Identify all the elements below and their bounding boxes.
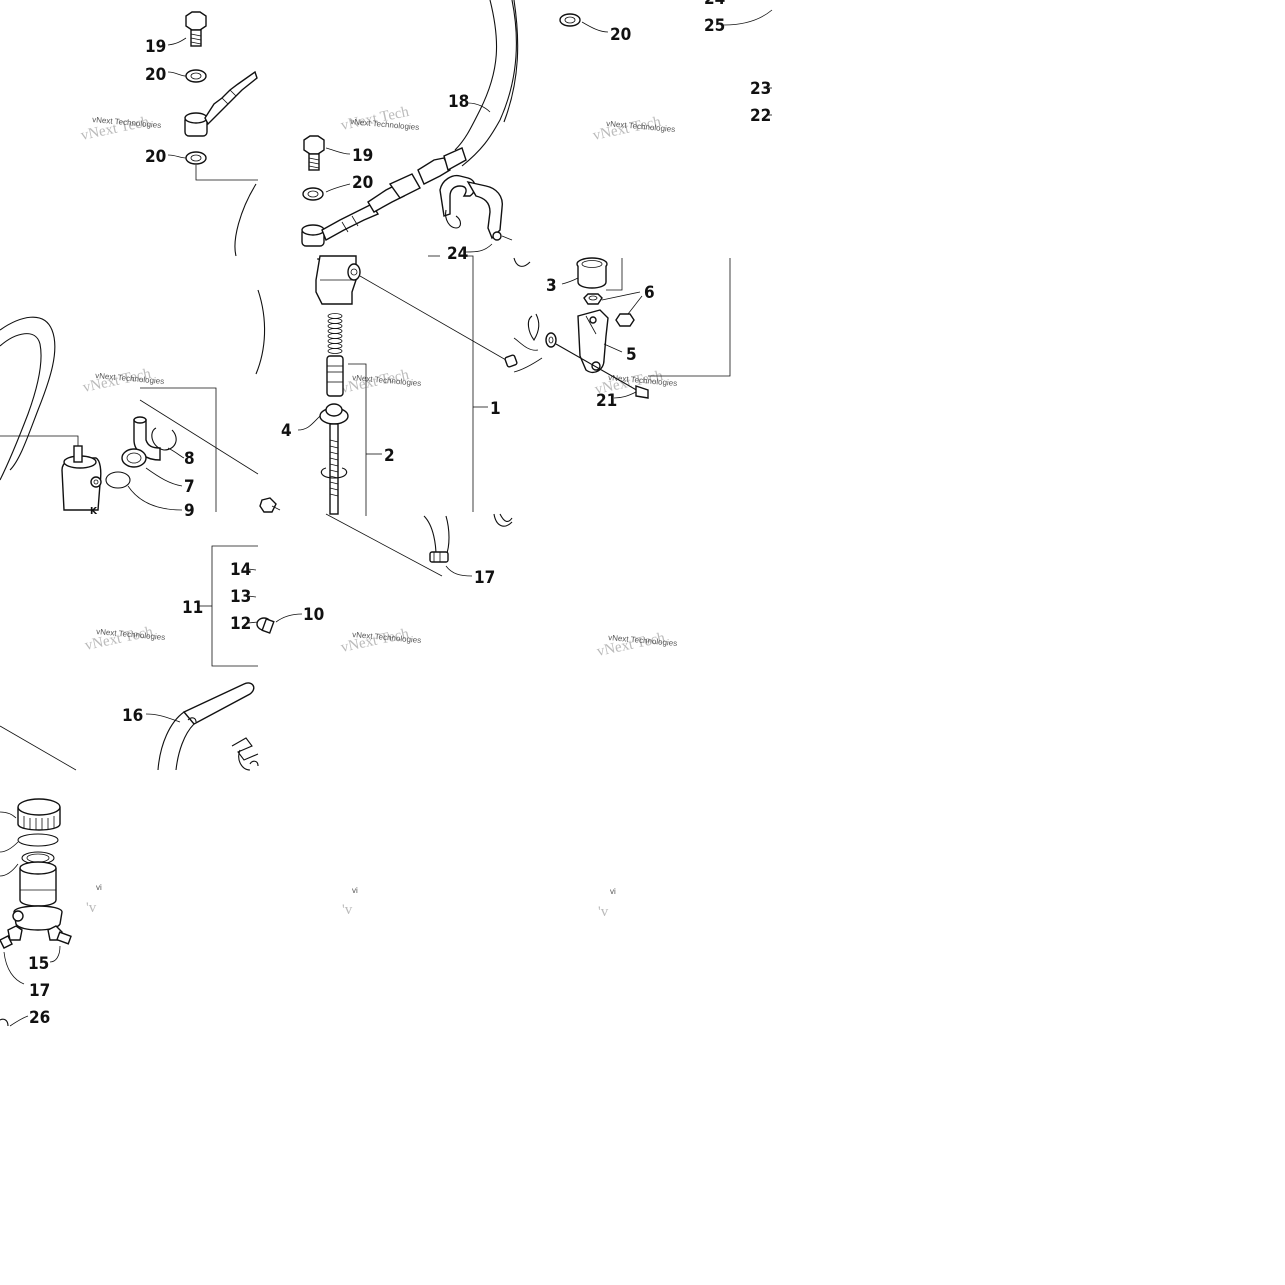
- callout-9: 9: [184, 501, 195, 521]
- return-spring: [327, 313, 343, 354]
- banjo-bolt-head: [303, 135, 325, 155]
- crush-washer: [185, 151, 207, 165]
- watermark-ghost: 'v: [86, 900, 97, 916]
- callout-19: 19: [145, 37, 166, 57]
- callout-3: 3: [546, 276, 557, 296]
- hose-clamp-24: 24: [439, 174, 513, 264]
- callout-19: 19: [352, 146, 373, 166]
- roll-pin: [504, 354, 518, 368]
- callout-20: 20: [145, 65, 166, 85]
- spring-clip: [231, 737, 259, 761]
- callout-13: 13: [230, 587, 251, 607]
- crush-washer: [302, 187, 324, 201]
- callout-4: 4: [281, 421, 292, 441]
- callout-21: 21: [596, 391, 617, 411]
- hose-crimp: [388, 173, 421, 199]
- callout-2: 2: [384, 446, 395, 466]
- hose-outline: [255, 289, 266, 375]
- callout-20: 20: [352, 173, 373, 193]
- callout-20: 20: [145, 147, 166, 167]
- callout-1: 1: [490, 399, 501, 419]
- o-ring: [105, 471, 131, 489]
- callout-8: 8: [184, 449, 195, 469]
- hose-outline: [234, 183, 257, 257]
- callout-17: 17: [474, 568, 495, 588]
- callout-16: 16: [122, 706, 143, 726]
- hex-nut: [583, 293, 603, 305]
- callout-18: 18: [448, 92, 469, 112]
- banjo-bolt-head: [185, 11, 207, 31]
- mounting-bolt: [7, 925, 23, 941]
- callout-20: 20: [610, 25, 631, 45]
- callout-14: 14: [230, 560, 251, 580]
- flat-washer: [545, 332, 557, 348]
- fluid-reservoir: 15 17 26: [0, 798, 72, 1028]
- cotter-pin: [527, 313, 540, 341]
- vent-hose-17: 17: [423, 513, 513, 588]
- callout-10: 10: [303, 605, 324, 625]
- mounting-bolt: [259, 497, 277, 513]
- bleeder-screw: [73, 445, 83, 463]
- master-cylinder: 4 2: [281, 255, 507, 577]
- upper-left-banjo-group: 19 20 20: [145, 11, 258, 181]
- watermarks: vNext Tech vNext Technologies vNext Tech…: [80, 104, 678, 920]
- callout-24: 24: [704, 0, 725, 9]
- clevis-pin: [635, 385, 649, 399]
- callout-6: 6: [644, 283, 655, 303]
- callout-12: 12: [230, 614, 251, 634]
- top-washer-group: 20: [559, 13, 631, 45]
- callout-bracket-1: 1: [428, 255, 501, 512]
- callout-26: 26: [29, 1008, 50, 1028]
- brake-hose-segment: [204, 70, 258, 126]
- diaphragm: [17, 833, 59, 847]
- watermark-fragment: vi: [610, 887, 616, 896]
- hose-crimp: [417, 157, 451, 185]
- callout-22: 22: [750, 106, 771, 126]
- crush-washer: [185, 69, 207, 83]
- watermark-fragment: vi: [96, 883, 102, 892]
- hose-clip: [429, 551, 449, 563]
- callout-7: 7: [184, 477, 195, 497]
- callout-label-fragment: K: [90, 506, 98, 517]
- fitting-group-7-8-9: 8 7 9: [105, 387, 281, 521]
- callout-17: 17: [29, 981, 50, 1001]
- snap-ring: [151, 427, 177, 451]
- top-right-callouts: 24 25 23 22: [704, 0, 773, 126]
- watermark-ghost: 'v: [598, 904, 609, 920]
- hex-nut: [615, 313, 635, 327]
- lever-assembly: 3 6 5 21: [504, 257, 731, 411]
- vent-hose: [182, 682, 255, 725]
- watermark-ghost: 'v: [342, 902, 353, 918]
- banjo-ring: [121, 448, 147, 468]
- callout-25: 25: [704, 16, 725, 36]
- piston: [326, 355, 344, 397]
- vent-hose-16: 16: [0, 682, 259, 771]
- crush-washer: [559, 13, 581, 27]
- push-rod: [329, 423, 339, 515]
- hose-outline: [513, 257, 531, 267]
- fastener-group-11: 11 14 13 12 10: [182, 545, 324, 667]
- hose-fitting: [321, 203, 380, 241]
- callout-11: 11: [182, 598, 203, 618]
- callout-24: 24: [447, 244, 468, 264]
- callout-5: 5: [626, 345, 637, 365]
- main-brake-hose: 18: [448, 0, 519, 167]
- callout-23: 23: [750, 79, 771, 99]
- hose-end: [443, 147, 467, 172]
- callout-15: 15: [28, 954, 49, 974]
- o-ring-partial: [493, 513, 513, 527]
- left-caliper-area: K: [0, 316, 102, 517]
- center-banjo-group: 19 20: [301, 135, 467, 247]
- watermark-fragment: vi: [352, 886, 358, 895]
